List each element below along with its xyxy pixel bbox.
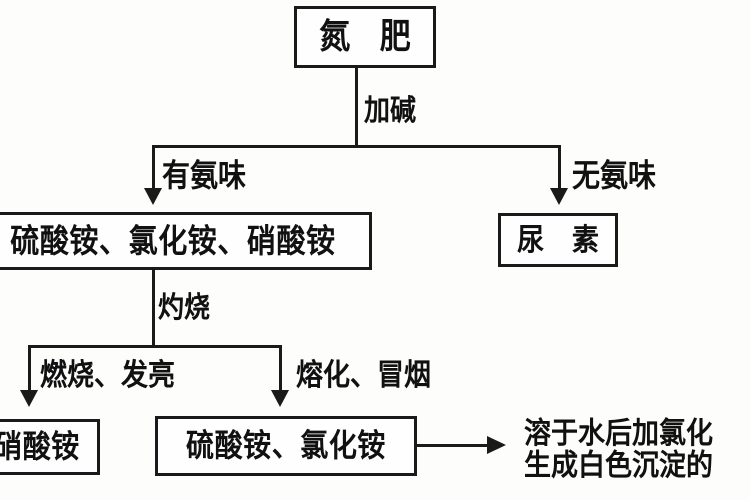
node-nitrogen-fertilizer[interactable]: 氮 肥 [294, 6, 436, 68]
node-ammonium-sulfate-chloride[interactable]: 硫酸铵、氯化铵 [155, 416, 417, 476]
edge-label-no-ammonia-odor: 无氨味 [572, 156, 657, 194]
connector-split-bar-bottom [28, 345, 282, 348]
edge-label-ignite: 灼烧 [158, 291, 211, 325]
connector-melts-stem [279, 345, 282, 393]
edge-label-add-alkali: 加碱 [364, 94, 417, 128]
node-urea-label: 尿 素 [517, 222, 609, 258]
node-urea[interactable]: 尿 素 [498, 213, 618, 267]
edge-label-no-ammonia-odor-text: 无氨味 [572, 156, 657, 194]
node-ammonium-sulfate-chloride-label: 硫酸铵、氯化铵 [186, 426, 386, 464]
edge-label-ignite-text: 灼烧 [158, 291, 211, 325]
node-nitrogen-fertilizer-label: 氮 肥 [319, 16, 420, 57]
connector-to-precipitate-note [417, 444, 489, 447]
note-precipitate-line-2: 生成白色沉淀的 [524, 448, 713, 483]
connector-split-bar-top [152, 145, 561, 148]
arrow-right-branch [550, 188, 568, 205]
node-ammonium-nitrate[interactable]: 硝酸铵 [0, 419, 100, 475]
arrow-to-precipitate-note [487, 436, 506, 454]
arrow-burns-branch [20, 390, 38, 407]
note-precipitate-line-1: 溶于水后加氯化 [524, 416, 713, 451]
connector-right-branch-stem [558, 145, 561, 193]
edge-label-burns-glows: 燃烧、发亮 [40, 358, 175, 393]
connector-burns-stem [28, 345, 31, 393]
connector-left-branch-stem [152, 145, 155, 193]
node-ammonium-nitrate-label: 硝酸铵 [0, 427, 80, 465]
arrow-melts-branch [271, 390, 289, 407]
node-ammonium-salts-label: 硫酸铵、氯化铵、硝酸铵 [10, 221, 336, 260]
edge-label-melts-smokes-text: 熔化、冒烟 [296, 358, 431, 393]
edge-label-burns-glows-text: 燃烧、发亮 [40, 358, 175, 393]
connector-root-stem [355, 68, 358, 146]
connector-ignite-stem [152, 270, 155, 346]
edge-label-has-ammonia-odor: 有氨味 [162, 156, 247, 194]
node-ammonium-salts[interactable]: 硫酸铵、氯化铵、硝酸铵 [0, 212, 372, 270]
arrow-left-branch [144, 188, 162, 205]
edge-label-melts-smokes: 熔化、冒烟 [296, 358, 431, 393]
edge-label-has-ammonia-odor-text: 有氨味 [162, 156, 247, 194]
edge-label-add-alkali-text: 加碱 [364, 94, 417, 128]
note-precipitate-test: 溶于水后加氯化 生成白色沉淀的 [524, 416, 750, 483]
